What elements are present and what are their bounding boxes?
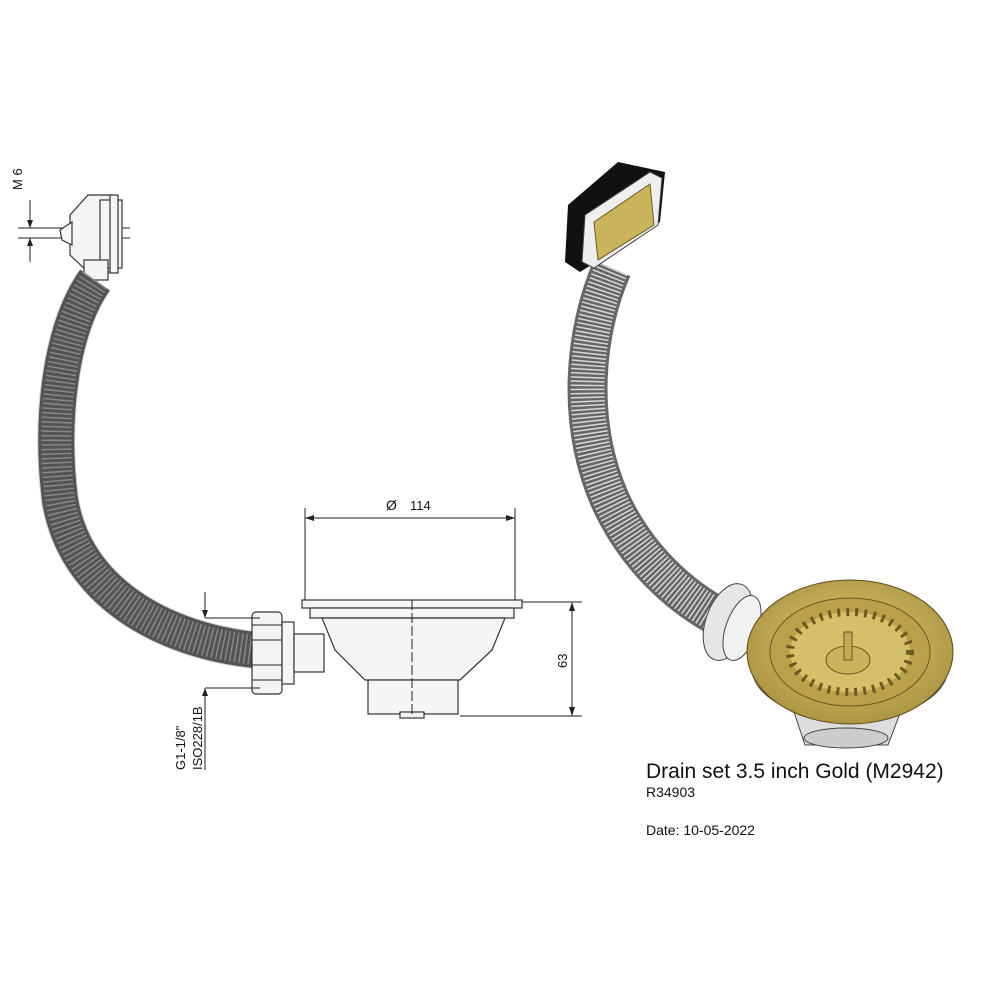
flexible-hose [38,269,258,668]
product-render [565,162,954,749]
drawing-date: Date: 10-05-2022 [646,822,755,838]
product-title: Drain set 3.5 inch Gold (M2942) [646,760,944,783]
overflow-plate-logo [565,162,665,272]
diameter-dimension: Ø 114 [304,497,516,600]
coupling-nut [251,611,325,695]
side-view-drawing: M 6 G1-1/8" [10,168,582,770]
iso-standard-label: ISO228/1B [190,706,205,770]
diameter-symbol: Ø [386,497,397,513]
strainer-body [301,599,523,719]
product-info: Drain set 3.5 inch Gold (M2942) R34903 D… [646,760,944,838]
height-value: 63 [555,654,570,668]
product-code: R34903 [646,784,696,800]
outlet-thread-dimension: G1-1/8" ISO228/1B [173,592,260,770]
m6-label: M 6 [10,168,25,190]
gold-strainer [746,579,954,749]
diameter-value: 114 [410,498,431,513]
g-thread-label: G1-1/8" [173,725,188,770]
overflow-fitting [59,194,123,281]
height-dimension: 63 [460,601,582,717]
